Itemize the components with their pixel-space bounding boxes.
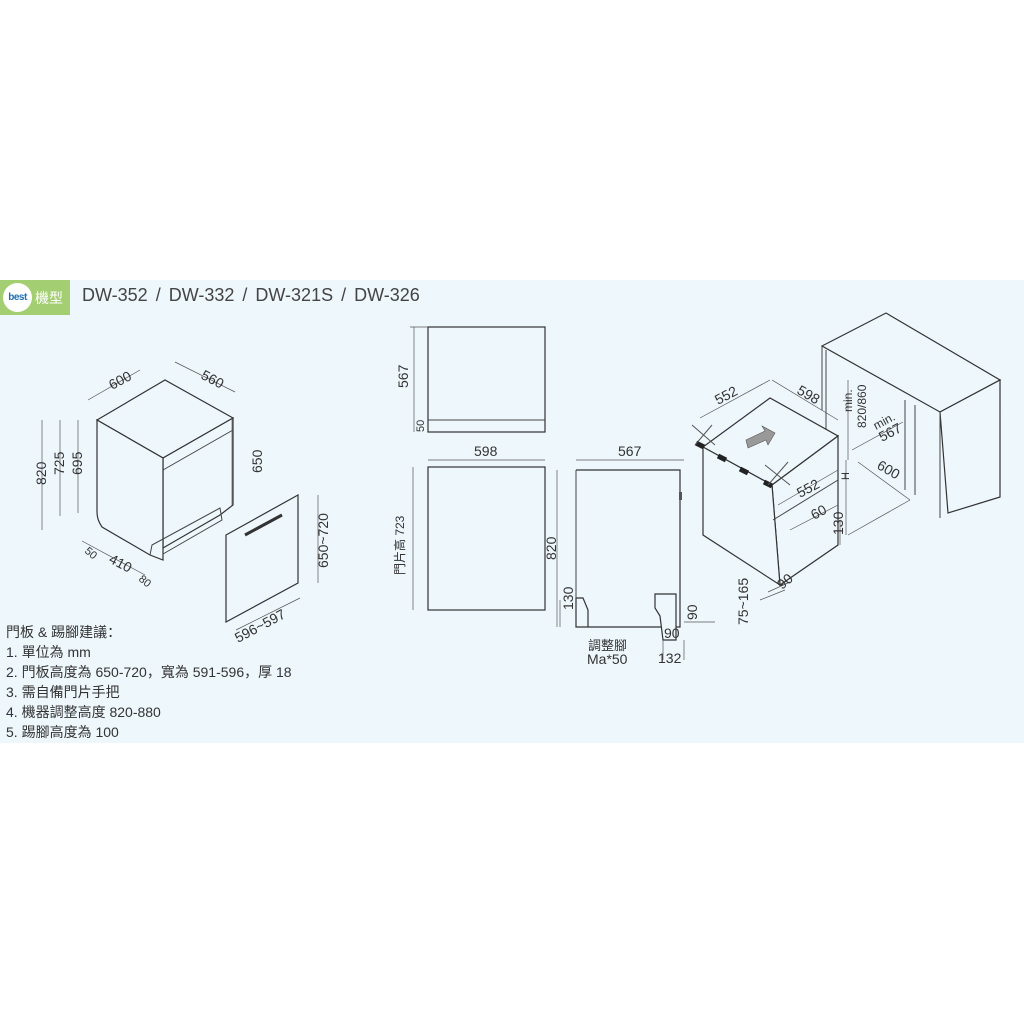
dim-side-d90: 90 (664, 625, 680, 641)
dim-top-50: 50 (415, 420, 427, 432)
push-arrow-icon (745, 425, 776, 449)
dim-install-130: 130 (830, 511, 846, 535)
dishwasher-iso (95, 379, 235, 561)
install-dimension-lines (699, 379, 911, 601)
cabinet (820, 312, 1002, 518)
dim-install-598: 598 (795, 382, 823, 408)
dim-side-132: 132 (658, 650, 682, 666)
front-view (412, 459, 546, 611)
note-item: 3. 需自備門片手把 (6, 684, 120, 700)
brand-logo: best (3, 283, 32, 312)
note-item: 4. 機器調整高度 820-880 (6, 704, 161, 720)
dim-side-567: 567 (618, 443, 642, 459)
dim-install-H: H (840, 472, 852, 480)
dim-820: 820 (33, 461, 49, 485)
dim-410: 410 (107, 551, 135, 576)
foot-label: 調整腳 (588, 638, 627, 653)
dim-50: 50 (82, 545, 99, 562)
dim-side-820: 820 (543, 536, 559, 560)
note-item: 5. 踢腳高度為 100 (6, 724, 119, 740)
dim-side-130: 130 (560, 586, 576, 610)
dim-door-723: 門片高 723 (392, 515, 407, 575)
dishwasher-install (691, 397, 840, 587)
dim-front-598: 598 (474, 443, 498, 459)
dim-install-75-165: 75~165 (735, 578, 751, 625)
top-view (410, 326, 546, 433)
dim-width: 600 (106, 367, 134, 392)
left-dimension-lines (41, 361, 319, 631)
dim-695: 695 (69, 451, 85, 475)
dim-725: 725 (51, 451, 67, 475)
dim-install-552: 552 (712, 382, 740, 407)
notes-title: 門板 & 踢腳建議： (6, 624, 122, 640)
side-view (556, 459, 715, 660)
dim-side-h90: 90 (684, 604, 700, 620)
dim-install-820-860: 820/860 (855, 384, 869, 428)
dim-80: 80 (136, 573, 153, 590)
model-tag-label: 機型 (35, 290, 63, 306)
foot-value: Ma*50 (587, 651, 628, 667)
hand-icons (694, 440, 774, 489)
note-item: 2. 門板高度為 650-720，寬為 591-596，厚 18 (6, 664, 292, 680)
dim-install-600: 600 (875, 457, 903, 483)
dim-min-height-label: min. (841, 389, 855, 412)
model-list: DW-352 / DW-332 / DW-321S / DW-326 (82, 285, 420, 305)
dim-door-height: 650~720 (315, 513, 331, 568)
dim-top-567: 567 (395, 364, 411, 388)
note-item: 1. 單位為 mm (6, 644, 91, 660)
door-panel (225, 493, 299, 624)
dim-650: 650 (249, 449, 265, 473)
dim-install-60: 60 (808, 501, 829, 523)
installation-notes: 門板 & 踢腳建議： 1. 單位為 mm 2. 門板高度為 650-720，寬為… (6, 622, 292, 742)
dim-depth: 560 (199, 367, 227, 392)
